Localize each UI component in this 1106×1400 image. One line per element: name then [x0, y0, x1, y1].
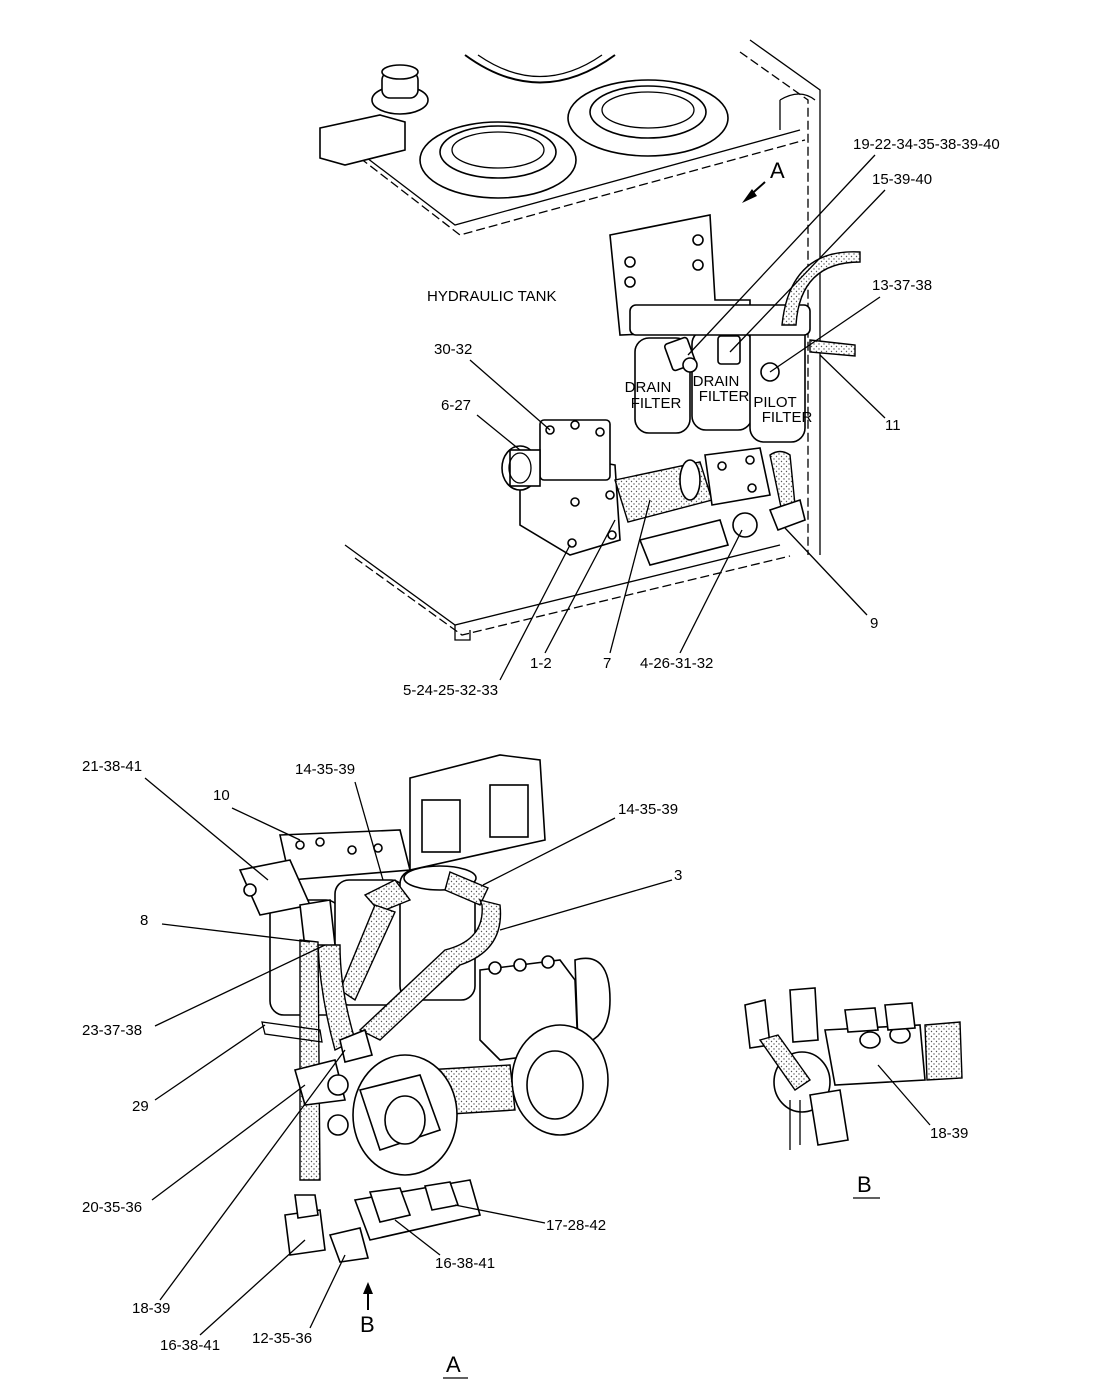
callout-label: 18-39	[132, 1300, 170, 1317]
tank-label: HYDRAULIC TANK	[427, 288, 556, 305]
view-a-title: A	[446, 1352, 461, 1377]
callout-label: 10	[213, 787, 230, 804]
arrow-head-icon	[742, 189, 757, 203]
callout-label: 13-37-38	[872, 277, 932, 294]
hydraulic-tank-drawing	[319, 39, 861, 641]
arrow-head-icon	[363, 1282, 373, 1294]
view-b-title: B	[857, 1172, 872, 1197]
callout-label: 6-27	[441, 397, 471, 414]
view-arrow-a-label: A	[770, 158, 785, 183]
callout-label: 21-38-41	[82, 758, 142, 775]
callout-label: 14-35-39	[295, 761, 355, 778]
view-b-drawing	[744, 987, 963, 1150]
callout-label: 5-24-25-32-33	[403, 682, 498, 699]
view-arrow-b-label: B	[360, 1312, 375, 1337]
callout-label: 19-22-34-35-38-39-40	[853, 136, 1000, 153]
callout-label: 8	[140, 912, 148, 929]
callout-label: 7	[603, 655, 611, 672]
callout-label: 14-35-39	[618, 801, 678, 818]
callout-label: 17-28-42	[546, 1217, 606, 1234]
pad-icon	[421, 799, 461, 853]
callout-label: 18-39	[930, 1125, 968, 1142]
callout-label: 9	[870, 615, 878, 632]
callout-label: 16-38-41	[435, 1255, 495, 1272]
callout-label: 1-2	[530, 655, 552, 672]
callout-label: 29	[132, 1098, 149, 1115]
view-a-callouts: 21-38-41 10 14-35-39 14-35-39 3 8 23-37-…	[82, 758, 682, 1354]
callout-label: 16-38-41	[160, 1337, 220, 1354]
pad-icon	[489, 784, 529, 838]
view-a-drawing	[238, 754, 611, 1263]
callout-label: 4-26-31-32	[640, 655, 713, 672]
callout-label: 12-35-36	[252, 1330, 312, 1347]
top-callouts: 19-22-34-35-38-39-40 15-39-40 13-37-38 1…	[403, 136, 1000, 699]
callout-label: 23-37-38	[82, 1022, 142, 1039]
callout-label: 20-35-36	[82, 1199, 142, 1216]
callout-label: 3	[674, 867, 682, 884]
callout-label: 11	[885, 417, 901, 434]
callout-label: 15-39-40	[872, 171, 932, 188]
leader-line	[877, 1064, 931, 1126]
callout-label: 30-32	[434, 341, 472, 358]
